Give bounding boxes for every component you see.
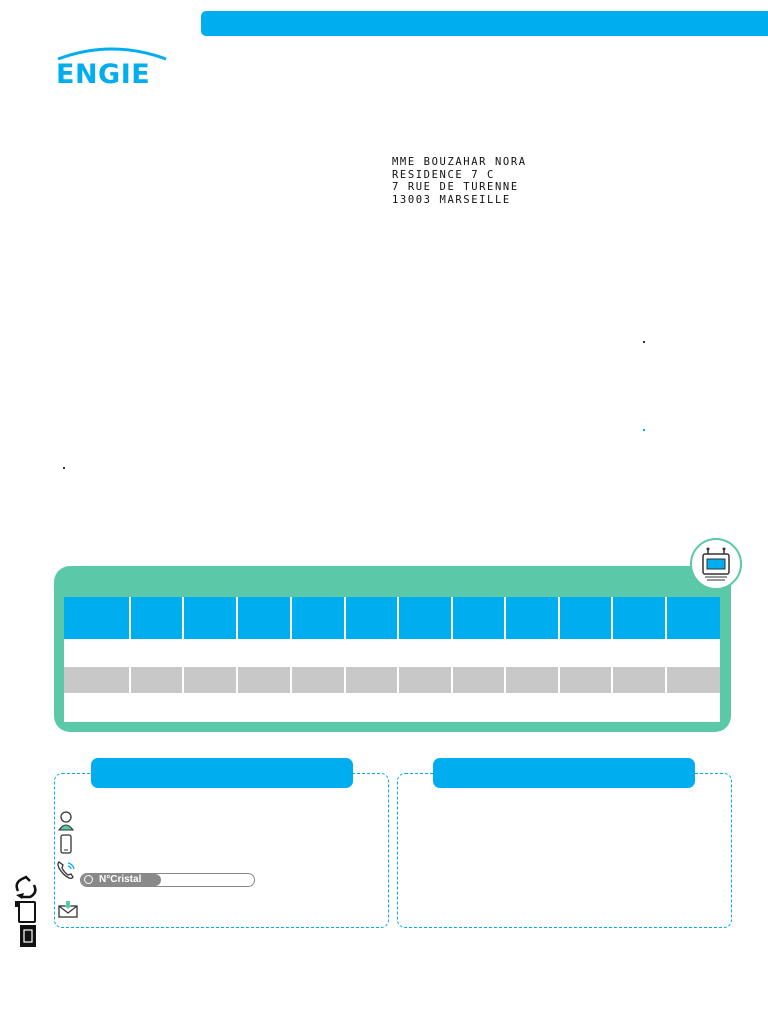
table-header-cell [453,597,504,639]
info-box [397,773,732,928]
address-line: MME BOUZAHAR NORA [392,156,527,168]
table-header-cell [560,597,611,639]
brand-name: ENGIE [56,59,151,90]
table-cell [238,667,290,693]
paper-icon [18,901,36,923]
mark-dot [643,429,645,431]
table-cell [453,667,504,693]
table-cell [399,667,451,693]
table-header-cell [238,597,290,639]
address-line: 13003 MARSEILLE [392,194,511,207]
table-header-cell [184,597,236,639]
table-cell [667,667,720,693]
table-cell [346,667,397,693]
mark-dot [643,341,645,343]
recycle-icon [15,875,37,947]
table-cell [560,667,611,693]
cristal-label: N°Cristal [81,874,161,886]
phone-icon [57,861,75,879]
table-header-cell [131,597,182,639]
mobile-phone-icon [60,834,72,854]
table-row [64,667,720,693]
mail-icon [58,901,78,918]
table-header-cell [292,597,344,639]
table-cell [292,667,344,693]
trash-bin-icon [20,925,36,947]
table-header-cell [399,597,451,639]
table-cell [184,667,236,693]
meter-badge [690,538,742,590]
header-bar [201,11,768,36]
cristal-number-badge: N°Cristal [80,873,255,887]
table-header-row [64,597,720,639]
table-header-cell [346,597,397,639]
meter-icon [702,547,730,581]
table-cell [131,667,182,693]
recipient-address: MME BOUZAHAR NORA RESIDENCE 7 C 7 RUE DE… [392,156,527,207]
address-line: RESIDENCE 7 C [392,168,495,181]
engie-logo: ENGIE [52,45,172,90]
table-header-cell [667,597,720,639]
table-cell [506,667,558,693]
table-header-cell [613,597,665,639]
contact-box [54,773,389,928]
play-icon [84,875,93,884]
contact-box-title [91,758,353,788]
logo-arc-icon [57,47,167,61]
cristal-text: N°Cristal [99,874,142,885]
info-box-title [433,758,695,788]
table-header-cell [506,597,558,639]
table-cell [613,667,665,693]
person-icon [58,811,74,831]
table-cell [64,667,129,693]
mark-dot [63,467,65,469]
table-header-cell [64,597,129,639]
address-line: 7 RUE DE TURENNE [392,181,519,194]
